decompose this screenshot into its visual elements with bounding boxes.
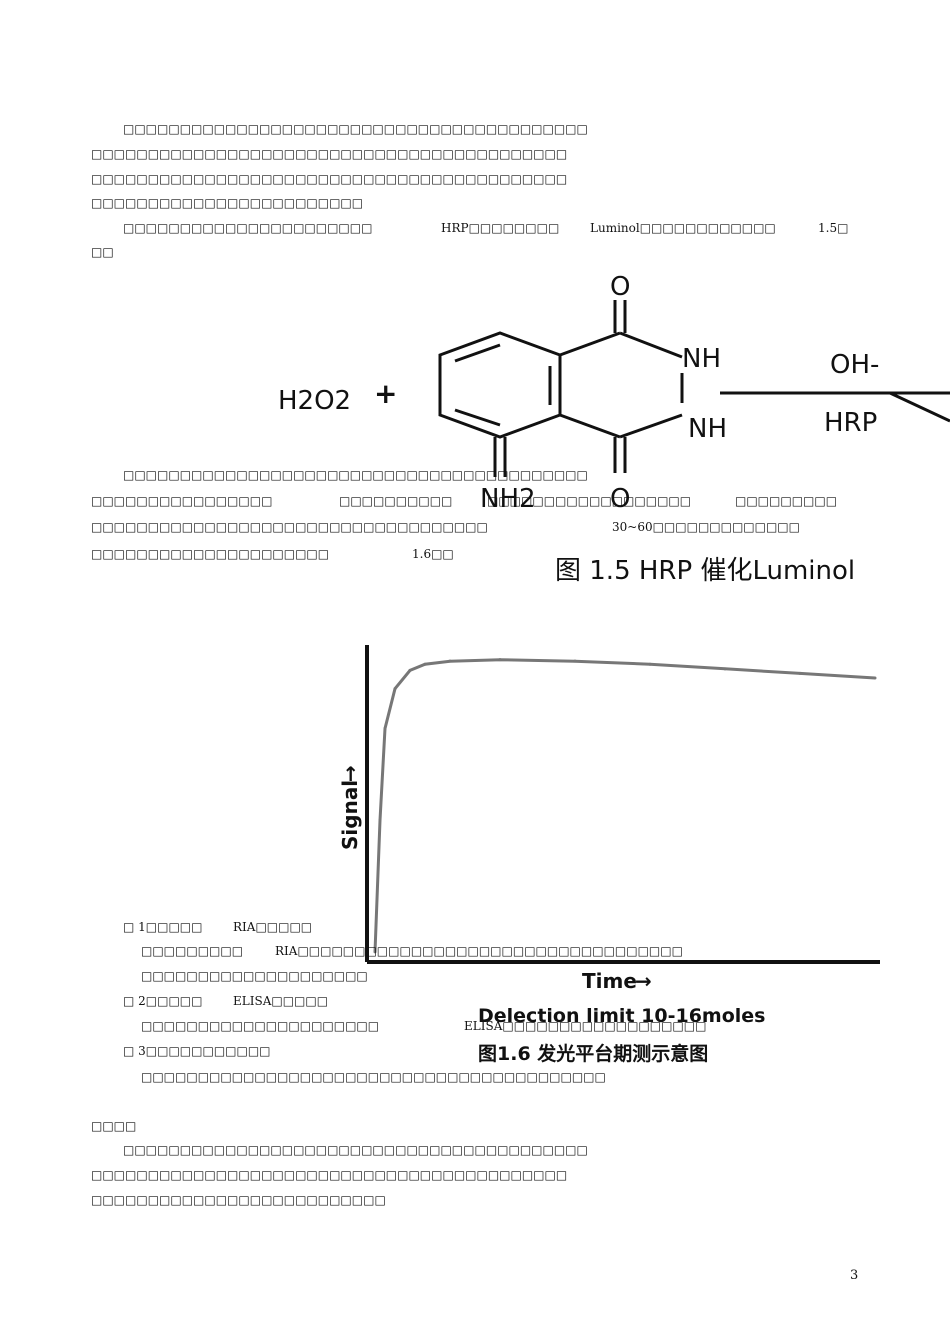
data-point-10 [723,667,727,671]
list-item-1-head-b: RIA□□□□□ [233,920,313,934]
y-arrow-icon: → [338,765,362,782]
h2o2-label: H2O2 [278,386,351,416]
atom-o-bottom: O [610,484,630,514]
tail-line-2: □□□□□□□□□□□□□□□□□□□□□□□□□□□□□□□□□□□□□□□□… [91,1168,568,1182]
series-signal-line [373,658,876,952]
data-point-2 [383,727,387,730]
figure-caption-1-5: 图 1.5 HRP 催化Luminol [555,556,855,586]
para2-line-2d: □□□□□□□□□ [735,494,838,508]
list-item-1-line-1b: RIA□□□□□□□□□□□□□□□□□□□□□□□□□□□□□□□□□□ [275,944,683,958]
data-point-8 [573,659,577,663]
luminescence-plateau-chart: Signal → Time → Delection limit 10-16mol… [338,645,880,1065]
list-item-1-head-a: □ 1□□□□□ [123,920,203,934]
para2-line-3b: 30~60□□□□□□□□□□□□□ [612,520,800,534]
plus-sign: + [374,377,397,410]
atom-nh-lower: NH [688,414,727,444]
body-line-5: □□□□□□□□□□□□□□□□□□□□□□ [123,221,373,235]
body-line-6: □□ [91,245,114,259]
detection-limit-note: Delection limit 10-16moles [478,1005,765,1027]
data-point-6 [448,659,452,663]
para2-line-1: □□□□□□□□□□□□□□□□□□□□□□□□□□□□□□□□□□□□□□□□… [123,468,588,482]
tail-line-1: □□□□□□□□□□□□□□□□□□□□□□□□□□□□□□□□□□□□□□□□… [123,1143,588,1157]
data-point-11 [798,671,802,675]
list-item-2-line-1b: ELISA□□□□□□□□□□□□□□□□□□ [464,1019,707,1033]
body-line-2: □□□□□□□□□□□□□□□□□□□□□□□□□□□□□□□□□□□□□□□□… [91,147,568,161]
list-item-1-line-2: □□□□□□□□□□□□□□□□□□□□ [141,969,368,983]
section-title: □□□□ [91,1119,137,1133]
data-point-4 [408,668,412,672]
para2-line-3a: □□□□□□□□□□□□□□□□□□□□□□□□□□□□□□□□□□□ [91,520,488,534]
condition-hrp: HRP [824,408,877,438]
list-item-2-head-b: ELISA□□□□□ [233,994,329,1008]
data-point-7 [498,658,502,662]
para2-line-2a: □□□□□□□□□□□□□□□□ [91,494,273,508]
figure-ref-1-5: 1.5□ [818,221,849,235]
data-point-0 [373,950,377,954]
tail-line-3: □□□□□□□□□□□□□□□□□□□□□□□□□□ [91,1193,386,1207]
data-point-1 [378,818,382,822]
body-line-1: □□□□□□□□□□□□□□□□□□□□□□□□□□□□□□□□□□□□□□□□… [123,122,588,136]
atom-o-top: O [610,272,630,302]
list-item-2-line-1a: □□□□□□□□□□□□□□□□□□□□□ [141,1019,380,1033]
figure-caption-1-6: 图1.6 发光平台期测示意图 [478,1042,708,1065]
atom-nh-upper: NH [682,344,721,374]
para2-line-4b: 1.6□□ [412,547,454,561]
list-item-3-head: □ 3□□□□□□□□□□□ [123,1044,271,1058]
data-point-3 [393,687,397,691]
list-item-3-line-1: □□□□□□□□□□□□□□□□□□□□□□□□□□□□□□□□□□□□□□□□… [141,1070,606,1084]
body-line-3: □□□□□□□□□□□□□□□□□□□□□□□□□□□□□□□□□□□□□□□□… [91,172,568,186]
body-line-4: □□□□□□□□□□□□□□□□□□□□□□□□ [91,196,364,210]
data-point-5 [423,662,427,666]
para2-line-2b: □□□□□□□□□□ [339,494,453,508]
list-item-2-head-a: □ 2□□□□□ [123,994,203,1008]
page-number: 3 [850,1268,859,1283]
term-luminol: Luminol□□□□□□□□□□□□ [590,221,776,235]
term-hrp: HRP□□□□□□□□ [441,221,560,235]
data-point-12 [873,676,877,680]
atom-nh2: NH2 [480,484,536,514]
y-axis-label: Signal [338,780,362,850]
para2-line-4a: □□□□□□□□□□□□□□□□□□□□□ [91,547,330,561]
condition-oh: OH- [830,350,879,380]
reaction-scheme: H2O2 + O NH NH O NH2 OH- HRP 图 1.5 HRP 催… [278,272,950,586]
data-point-9 [648,662,652,666]
x-axis-label: Time [582,969,637,993]
list-item-1-line-1a: □□□□□□□□□ [141,944,244,958]
para2-line-2c: □□□□□□□□□□□□□□□□□□ [487,494,692,508]
x-arrow-icon: → [635,969,652,993]
